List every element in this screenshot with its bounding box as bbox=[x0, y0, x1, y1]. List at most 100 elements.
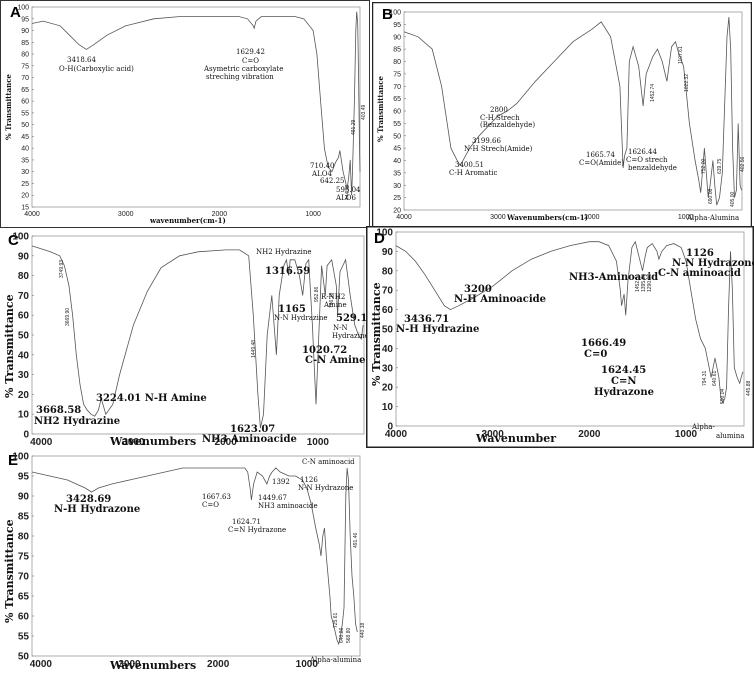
y-tick-label: 95 bbox=[21, 16, 29, 23]
annotation: alumina bbox=[716, 432, 744, 440]
y-tick-label: 90 bbox=[382, 247, 394, 258]
annotation: NH3 Aminoacide bbox=[202, 434, 297, 445]
annotation: C=O strech bbox=[626, 156, 668, 164]
peak-label: 1290.08 bbox=[647, 274, 653, 292]
annotation: 1126 bbox=[300, 476, 318, 484]
y-tick-label: 85 bbox=[393, 47, 401, 54]
x-tick-label: 3000 bbox=[482, 429, 505, 440]
annotation: C-N aminoacid bbox=[302, 458, 355, 466]
annotation: N-N Hydrazine bbox=[274, 314, 327, 322]
y-axis-label-A: % Transmittance bbox=[4, 74, 13, 140]
y-tick-label: 30 bbox=[18, 370, 30, 381]
annotation: Asymetric carboxylate bbox=[203, 65, 283, 73]
spectrum-line-A bbox=[31, 11, 361, 196]
x-tick-label: 3000 bbox=[122, 437, 145, 446]
y-tick-label: 50 bbox=[18, 652, 30, 663]
y-tick-label: 30 bbox=[21, 169, 29, 176]
spectrum-line-D bbox=[395, 240, 744, 404]
annotation: ALO6 bbox=[335, 194, 356, 202]
chart-A: A 15202530354045505560657075808590951004… bbox=[0, 0, 370, 228]
y-tick-label: 50 bbox=[21, 122, 29, 129]
y-tick-label: 65 bbox=[21, 87, 29, 94]
y-tick-label: 50 bbox=[382, 325, 394, 336]
y-tick-label: 70 bbox=[393, 84, 401, 91]
peak-label: 491.46 bbox=[353, 532, 359, 548]
panel-letter-D: D bbox=[374, 230, 385, 247]
y-tick-label: 60 bbox=[18, 311, 30, 322]
x-axis-label-B: Wavenumbers(cm-1) bbox=[506, 213, 588, 222]
annotation: 1316.59 bbox=[265, 266, 310, 277]
annotation: C=O(Amide) bbox=[579, 159, 624, 167]
x-tick-label: 4000 bbox=[30, 437, 53, 446]
annotation: 1165 bbox=[278, 304, 306, 315]
x-tick-label: 3000 bbox=[118, 211, 134, 218]
annotation: C-H Strech bbox=[480, 114, 520, 122]
y-axis-label-D: % Transmittance bbox=[370, 282, 383, 386]
annotation: R-NH2 bbox=[321, 293, 345, 301]
annotation: 3199.66 bbox=[472, 137, 501, 145]
annotation: 1666.49 bbox=[581, 338, 626, 349]
x-tick-label: 1000 bbox=[675, 429, 698, 440]
y-tick-label: 60 bbox=[21, 99, 29, 106]
x-tick-label: 2000 bbox=[207, 659, 230, 670]
annotation: C-N aminoacid bbox=[658, 268, 741, 279]
y-tick-label: 35 bbox=[393, 170, 401, 177]
annotation: C-N Amine bbox=[305, 355, 366, 366]
y-tick-label: 20 bbox=[393, 208, 401, 215]
annotation: 3224.01 N-H Amine bbox=[96, 393, 207, 404]
x-tick-label: 2000 bbox=[578, 429, 601, 440]
annotation: C=O bbox=[242, 57, 259, 65]
x-tick-label: 1000 bbox=[307, 437, 330, 446]
peak-label: 1395.20 bbox=[641, 274, 647, 292]
annotation: 710.40 bbox=[310, 162, 335, 170]
peak-label: 590.04 bbox=[720, 388, 726, 404]
panel-letter-E: E bbox=[8, 452, 18, 469]
y-tick-label: 90 bbox=[18, 251, 30, 262]
peak-label: 403.49 bbox=[361, 104, 367, 120]
y-tick-label: 50 bbox=[18, 331, 30, 342]
y-tick-label: 50 bbox=[393, 133, 401, 140]
y-tick-label: 55 bbox=[393, 121, 401, 128]
annotation: Alpha-alumina bbox=[309, 656, 361, 664]
annotation: 1623.07 bbox=[230, 424, 275, 435]
y-tick-label: 40 bbox=[18, 350, 30, 361]
annotation: 1020.72 bbox=[302, 345, 347, 356]
peak-label: 568.80 bbox=[346, 627, 352, 643]
annotation: C-H Aromatic bbox=[449, 169, 498, 177]
annotation: Alpha- bbox=[691, 423, 715, 431]
y-tick-label: 70 bbox=[18, 572, 30, 583]
y-tick-label: 55 bbox=[21, 110, 29, 117]
peak-label: 1449.48 bbox=[251, 340, 257, 358]
annotation: N-H Hydrazine bbox=[396, 324, 479, 335]
y-tick-label: 95 bbox=[18, 472, 30, 483]
peak-label: 752.00 bbox=[701, 158, 707, 174]
annotation: N-N bbox=[333, 324, 348, 332]
y-tick-label: 90 bbox=[18, 492, 30, 503]
y-tick-label: 60 bbox=[382, 305, 394, 316]
y-tick-label: 75 bbox=[393, 71, 401, 78]
peak-label: 1452.74 bbox=[650, 84, 656, 102]
y-tick-label: 20 bbox=[18, 390, 30, 401]
panel-letter-C: C bbox=[8, 232, 19, 249]
annotation: N-H Aminoacide bbox=[454, 294, 546, 305]
annotation: NH2 Hydrazine bbox=[256, 248, 312, 256]
peak-label: 640.61 bbox=[712, 370, 718, 386]
annotation: O-H(Carboxylic acid) bbox=[59, 65, 134, 73]
x-tick-label: 4000 bbox=[30, 659, 53, 670]
annotation: C=N Hydrazone bbox=[228, 526, 286, 534]
y-axis-label-C: % Transmittance bbox=[3, 294, 16, 398]
annotation: C=N bbox=[611, 376, 636, 387]
annotation: 3428.69 bbox=[66, 494, 111, 505]
y-tick-label: 100 bbox=[12, 452, 29, 463]
y-tick-label: 40 bbox=[21, 146, 29, 153]
y-tick-label: 60 bbox=[18, 612, 30, 623]
annotation: NH2 Hydrazine bbox=[34, 416, 120, 427]
peak-label: 786.10 bbox=[329, 292, 335, 308]
y-tick-label: 40 bbox=[382, 344, 394, 355]
y-tick-label: 100 bbox=[389, 10, 401, 17]
y-axis-label-B: % Transmittance bbox=[376, 76, 385, 142]
annotation: 1392 bbox=[272, 478, 290, 486]
y-tick-label: 80 bbox=[18, 532, 30, 543]
annotation: Amine bbox=[323, 301, 347, 309]
